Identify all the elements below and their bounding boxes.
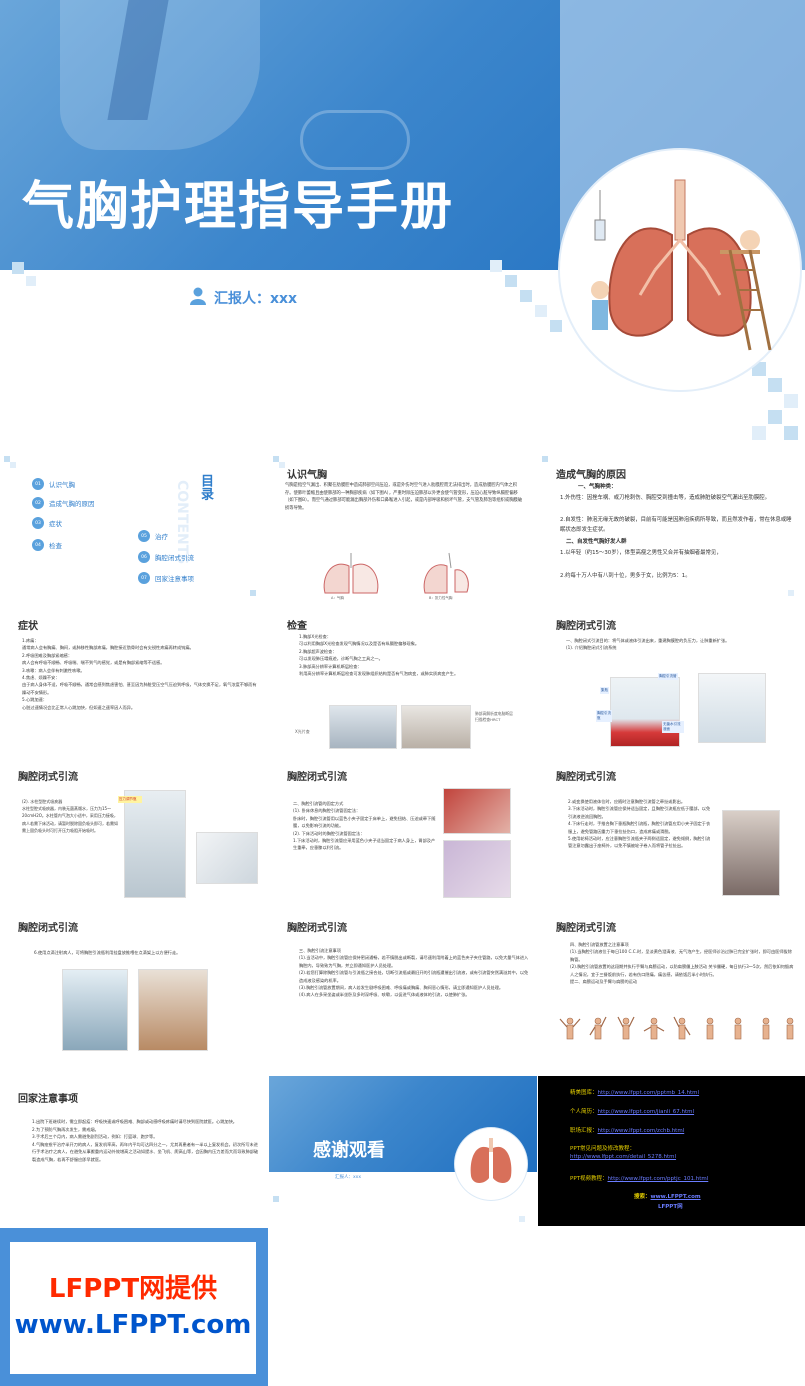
bed-fixation-photo xyxy=(443,788,511,834)
slide-body: 2.或变换使用液体位时，应随时注意胸腔引流管之牵扯或影出。 3.下床活动时，胸腔… xyxy=(568,799,711,849)
caption-ct: 肺部高解析度电脑断层扫描检查HRCT xyxy=(475,711,513,722)
cover-title: 气胸护理指导手册 xyxy=(22,177,455,237)
slide-title: 症状 xyxy=(18,621,38,632)
drainage-kit-photo xyxy=(698,673,766,743)
iv-stand-photo-1 xyxy=(62,969,128,1051)
slide-exam: 检查 1.胸部X光检查： 可以利用胸部X光检查发现气胸情况以及是否有纵膈腔偏移现… xyxy=(269,603,537,753)
brand-line-2: www.LFPPT.com xyxy=(14,1310,252,1340)
trachea-icon xyxy=(674,179,686,241)
slide-drainage-2: 胸腔闭式引流 (2). 水柱型腔式吸痰器 水柱型腔式吸痰器，内装无菌蒸馏水，压力… xyxy=(0,754,268,904)
slide-drainage-7: 胸腔闭式引流 四、胸腔引流管放置之注意事项 (1).当胸腔引流液位于每日100 … xyxy=(538,905,805,1055)
heading-groups: 二、自发性气胸好发人群 xyxy=(566,539,627,545)
exercise-figures xyxy=(558,1013,798,1049)
label-tube: 胸腔引流管 xyxy=(658,673,678,680)
slide-title: 胸腔闭式引流 xyxy=(18,923,78,934)
slide-know-pneumothorax: 认识气胸 气胸是指空气漏出、积聚在肋膜腔中造成肺部空间压迫，或是外伤时空气进入肋… xyxy=(269,452,537,602)
slide-drainage-3: 胸腔闭式引流 二、胸腔引流管的固定方式 (1). 卧床休息的胸腔引流管固定法： … xyxy=(269,754,537,904)
slide-drainage-6: 胸腔闭式引流 三、胸腔引流注意事项 (1).当活动中，胸腔引流管应保持密闭通畅，… xyxy=(269,905,537,1055)
toc-title-en: CONTENTS xyxy=(174,480,190,565)
toc-title: 目录 xyxy=(198,474,213,500)
caption-a: A：气胸 xyxy=(331,596,344,600)
left-lung-icon xyxy=(608,227,673,337)
lungs-illustration xyxy=(560,150,800,390)
slide-title: 胸腔闭式引流 xyxy=(287,772,347,783)
slide-title: 胸腔闭式引流 xyxy=(556,621,616,632)
link-row[interactable]: 职场汇报：http://www.lfppt.com/zchb.html xyxy=(570,1128,685,1134)
slide-title: 造成气胸的原因 xyxy=(556,470,626,481)
slide-body: 四、胸腔引流管放置之注意事项 (1).当胸腔引流液位于每日100 C.C.时，呈… xyxy=(570,942,794,985)
search-row[interactable]: 搜索：www.LFPPT.com xyxy=(634,1194,701,1200)
label-pressure: 压力调节瓶 xyxy=(118,796,142,803)
doctor-pocket-shape xyxy=(300,110,410,170)
label-water: 无菌水引流液面 xyxy=(662,721,684,733)
slide-body: 三、胸腔引流注意事项 (1).当活动中，胸腔引流管应保持密闭通畅，若不慎脱出或断… xyxy=(299,948,529,998)
thanks-reporter: 汇报人：xxx xyxy=(335,1175,361,1180)
xray-photo xyxy=(329,705,397,749)
slide-body: (2). 水柱型腔式吸痰器 水柱型腔式吸痰器，内装无菌蒸馏水，压力为15～20c… xyxy=(22,799,118,833)
slide-title: 胸腔闭式引流 xyxy=(556,923,616,934)
link-row[interactable]: 个人简历：http://www.lfppt.com/jianli_67.html xyxy=(570,1109,695,1115)
para-spontaneous: 2.自发性：肺泡无缘无故的破裂，目前有可能是因肺泡疾病所导致，而且然发作者，常在… xyxy=(560,517,792,533)
slide-title: 检查 xyxy=(287,621,307,632)
reporter-icon xyxy=(190,287,206,305)
lung-diagram-a xyxy=(311,548,391,598)
brand-line-1: LFPPT网提供 xyxy=(48,1274,218,1304)
slide-body: 1.胸部X光检查： 可以利用胸部X光检查发现气胸情况以及是否有纵膈腔偏移现象。 … xyxy=(299,634,459,677)
doctor-coat-shape xyxy=(60,0,260,150)
link-row[interactable]: 精美图库：http://www.lfppt.com/pptmb_14.html xyxy=(570,1090,700,1096)
drainage-bottle-photo xyxy=(610,677,680,747)
lung-diagram-b xyxy=(409,548,489,598)
caption-b: B：张力性气胸 xyxy=(429,596,453,600)
slide-title: 认识气胸 xyxy=(287,470,327,481)
slide-body: 一、胸腔闭式引流目的：将气体或液体引流出来，重建胸膜腔的负压力，让肺重新扩张。 … xyxy=(566,638,730,651)
slide-symptoms: 症状 1.疼痛： 通常病人会有胸痛、胸闷，或肺移性胸部疼痛，胸腔接近肋骨时会有尖… xyxy=(0,603,268,753)
slide-body: 1.出院下班继续时，需立即起疫：呼吸快速或呼吸困难、胸部或动感呼吸疼痛时请尽快到… xyxy=(32,1119,259,1162)
cover-reporter: 汇报人：xxx xyxy=(214,291,298,307)
slide-title: 胸腔闭式引流 xyxy=(556,772,616,783)
slide-drainage-1: 胸腔闭式引流 一、胸腔闭式引流目的：将气体或液体引流出来，重建胸膜腔的负压力，让… xyxy=(538,603,805,753)
para-young: 1.以年轻（约15～30岁），体型高瘦之男性又合并有抽烟者最常见， xyxy=(560,550,722,556)
label-bottle: 胸腔引流瓶 xyxy=(596,710,612,722)
slide-drainage-5: 胸腔闭式引流 6.使用点滴注射病人，可将胸腔引流瓶利用挂盘放推喂在点滴架上以方便… xyxy=(0,905,268,1055)
thanks-title: 感谢观看 xyxy=(313,1140,385,1161)
wheelchair-photo xyxy=(722,810,780,896)
link-row[interactable]: PPT视频教程：http://www.lfppt.com/pptjc_101.h… xyxy=(570,1176,709,1182)
body-fixation-photo xyxy=(443,840,511,898)
thanks-lungs-icon xyxy=(455,1128,527,1200)
drainage-bag-photo xyxy=(196,832,258,884)
slide-drainage-4: 胸腔闭式引流 2.或变换使用液体位时，应随时注意胸腔引流管之牵扯或影出。 3.下… xyxy=(538,754,805,904)
caption-xray: X光片查 xyxy=(295,729,310,734)
slide-body: 二、胸腔引流管的固定方式 (1). 卧床休息的胸腔引流管固定法： 卧床时，胸腔引… xyxy=(293,801,436,851)
link-row[interactable]: PPT常见问题及修改教程：http://www.lfppt.com/detail… xyxy=(570,1146,677,1160)
label-collect: 集瓶 xyxy=(600,687,609,694)
slide-body: 气胸是指空气漏出、积聚在肋膜腔中造成肺部空间压迫，或是外伤时空气进入肋膜腔而无法… xyxy=(285,483,523,511)
heading-types: 一、气胸种类： xyxy=(578,484,617,490)
ct-photo xyxy=(401,705,471,749)
cover-slide: 气胸护理指导手册 汇报人：xxx xyxy=(0,0,805,452)
lfppt-label: LFPPT网 xyxy=(658,1204,683,1210)
links-slide: 精美图库：http://www.lfppt.com/pptmb_14.html … xyxy=(538,1076,805,1226)
slide-title: 胸腔闭式引流 xyxy=(18,772,78,783)
para-rate: 2.约每十万人中有八到十位，男多于女，比例为5：1。 xyxy=(560,573,691,579)
slide-body: 6.使用点滴注射病人，可将胸腔引流瓶利用挂盘放推喂在点滴架上以方便行走。 xyxy=(34,950,181,955)
iv-stand-photo-2 xyxy=(138,969,208,1051)
slide-title: 胸腔闭式引流 xyxy=(287,923,347,934)
suction-device-photo xyxy=(124,790,186,898)
slide-body: 1.疼痛： 通常病人会有胸痛、胸闷，或肺移性胸部疼痛，胸腔接近肋骨时会有尖锐性疼… xyxy=(22,638,257,710)
slide-home-care: 回家注意事项 1.出院下班继续时，需立即起疫：呼吸快速或呼吸困难、胸部或动感呼吸… xyxy=(0,1076,268,1226)
thanks-slide: 感谢观看 汇报人：xxx xyxy=(269,1076,537,1226)
slide-causes: 造成气胸的原因 一、气胸种类： 1.外伤性：因挫车祸、或刀枪刺伤、胸腔受到撞击等… xyxy=(538,452,805,602)
slide-title: 回家注意事项 xyxy=(18,1094,78,1105)
brand-box: LFPPT网提供 www.LFPPT.com xyxy=(10,1242,256,1374)
para-trauma: 1.外伤性：因挫车祸、或刀枪刺伤、胸腔受到撞击等，造成肺脏破裂空气漏出至肋膜腔。 xyxy=(560,495,770,501)
